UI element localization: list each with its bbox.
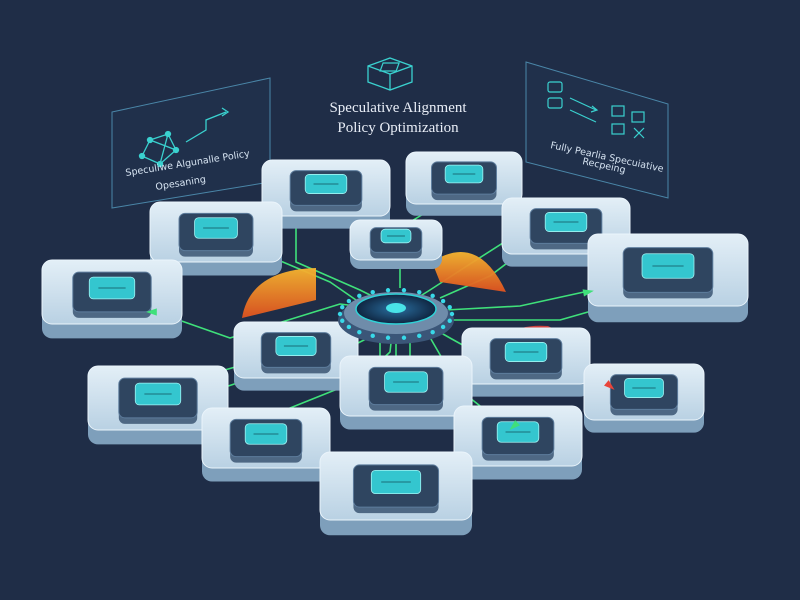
platform-node: [349, 219, 443, 269]
title-block: Speculative Alignment Policy Optimizatio…: [329, 57, 467, 136]
platform-node: [339, 355, 473, 430]
hub-dot: [370, 289, 375, 295]
connector-line: [445, 291, 585, 311]
hub-dot: [447, 305, 452, 310]
orange-wedge-left: [242, 268, 316, 318]
platform-node: [149, 201, 283, 276]
hub-dot: [401, 288, 407, 293]
diagram-title-line-2: Policy Optimization: [337, 120, 459, 136]
hub-dot: [417, 333, 422, 339]
hub-dot: [401, 335, 407, 340]
arrowhead: [604, 380, 615, 390]
hub-dot: [357, 329, 362, 335]
platform-node: [583, 363, 705, 433]
arrowhead: [509, 420, 520, 431]
right-info-panel: Fully Pearlia Specuiative Recpeing: [525, 61, 669, 199]
arrow-layer: [146, 289, 615, 431]
orange-wedge-right: [432, 252, 506, 292]
arrowhead: [146, 308, 157, 316]
central-hub: [337, 288, 455, 344]
left-info-panel: Speculiwe Algunalle Policy Opesaning: [111, 77, 271, 209]
hub-dot: [340, 305, 345, 310]
flow-diagram-icon: [547, 81, 645, 139]
hub-dot: [440, 324, 446, 330]
graph-network-icon: [138, 107, 230, 168]
platform-node: [405, 151, 523, 216]
chip-box-icon: [367, 57, 413, 91]
hub-eye: [386, 303, 406, 313]
hub-dot: [346, 298, 352, 304]
hub-dot: [346, 324, 352, 330]
platform-node: [87, 365, 229, 445]
platform-node: [453, 405, 583, 480]
platform-node: [261, 159, 391, 229]
hub-dot: [430, 293, 435, 299]
platform-node: [461, 327, 591, 397]
hub-dot: [357, 293, 362, 299]
diagram-title-line-1: Speculative Alignment: [329, 100, 467, 116]
hub-dot: [370, 333, 375, 339]
hub-dot: [340, 318, 345, 323]
right-panel-frame: [525, 61, 669, 199]
platform-node: [201, 407, 331, 482]
platform-node: [41, 259, 183, 339]
hub-dot: [337, 311, 343, 317]
platform-node: [587, 233, 749, 323]
hub-dot: [430, 329, 435, 335]
arrowhead: [582, 289, 594, 297]
hub-dot: [447, 318, 452, 323]
hub-dot: [385, 335, 391, 340]
hub-dot: [417, 289, 422, 295]
node-layer: [41, 151, 749, 536]
left-panel-frame: [111, 77, 271, 209]
hub-dot: [385, 288, 391, 293]
platform-node: [233, 321, 359, 391]
platform-node: [319, 451, 473, 536]
hub-dot: [449, 311, 455, 317]
hub-dot: [440, 298, 446, 304]
hub-dots: [337, 288, 455, 340]
